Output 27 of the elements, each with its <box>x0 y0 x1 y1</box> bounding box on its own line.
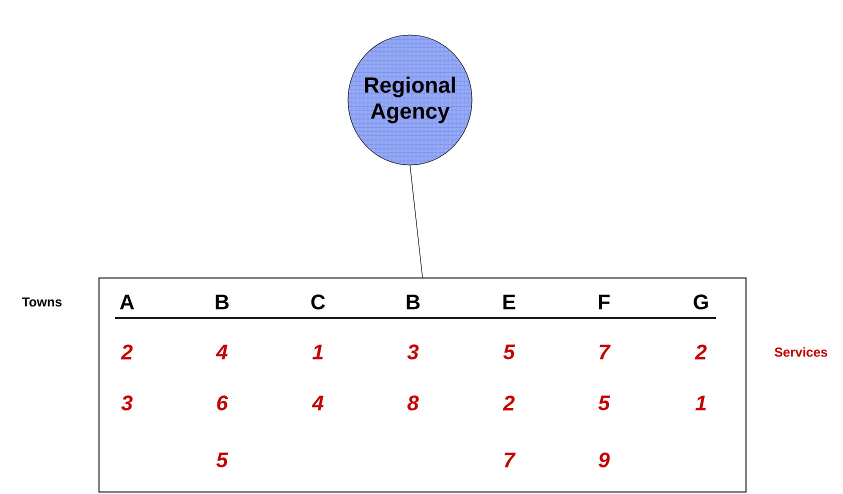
cell-value: 4 <box>312 396 324 410</box>
column-heading: E <box>503 294 516 310</box>
column-heading: F <box>599 294 610 310</box>
cell-value: 7 <box>600 344 611 360</box>
cell-value: 5 <box>503 344 516 360</box>
column-heading: B <box>216 294 229 310</box>
cell-value: 3 <box>121 396 133 410</box>
cell-value: 1 <box>312 344 323 360</box>
cell-value: 2 <box>502 396 515 410</box>
cell-value: 5 <box>216 452 228 468</box>
connector-line <box>410 164 423 278</box>
cell-value: 4 <box>216 344 228 360</box>
cell-value: 8 <box>407 396 419 410</box>
column-heading: A <box>120 294 134 310</box>
side-label: Services <box>774 347 828 357</box>
cell-value: 2 <box>120 344 133 360</box>
cell-value: 5 <box>598 396 610 410</box>
side-label: Towns <box>22 297 62 307</box>
column-heading: C <box>311 294 325 310</box>
cell-value: 6 <box>217 396 228 410</box>
cell-value: 7 <box>504 452 516 468</box>
cell-value: 2 <box>694 344 707 360</box>
cell-value: 9 <box>598 452 610 468</box>
cell-value: 3 <box>407 344 419 360</box>
column-heading: B <box>406 294 420 310</box>
column-heading: G <box>694 294 708 310</box>
cell-value: 1 <box>696 396 706 410</box>
